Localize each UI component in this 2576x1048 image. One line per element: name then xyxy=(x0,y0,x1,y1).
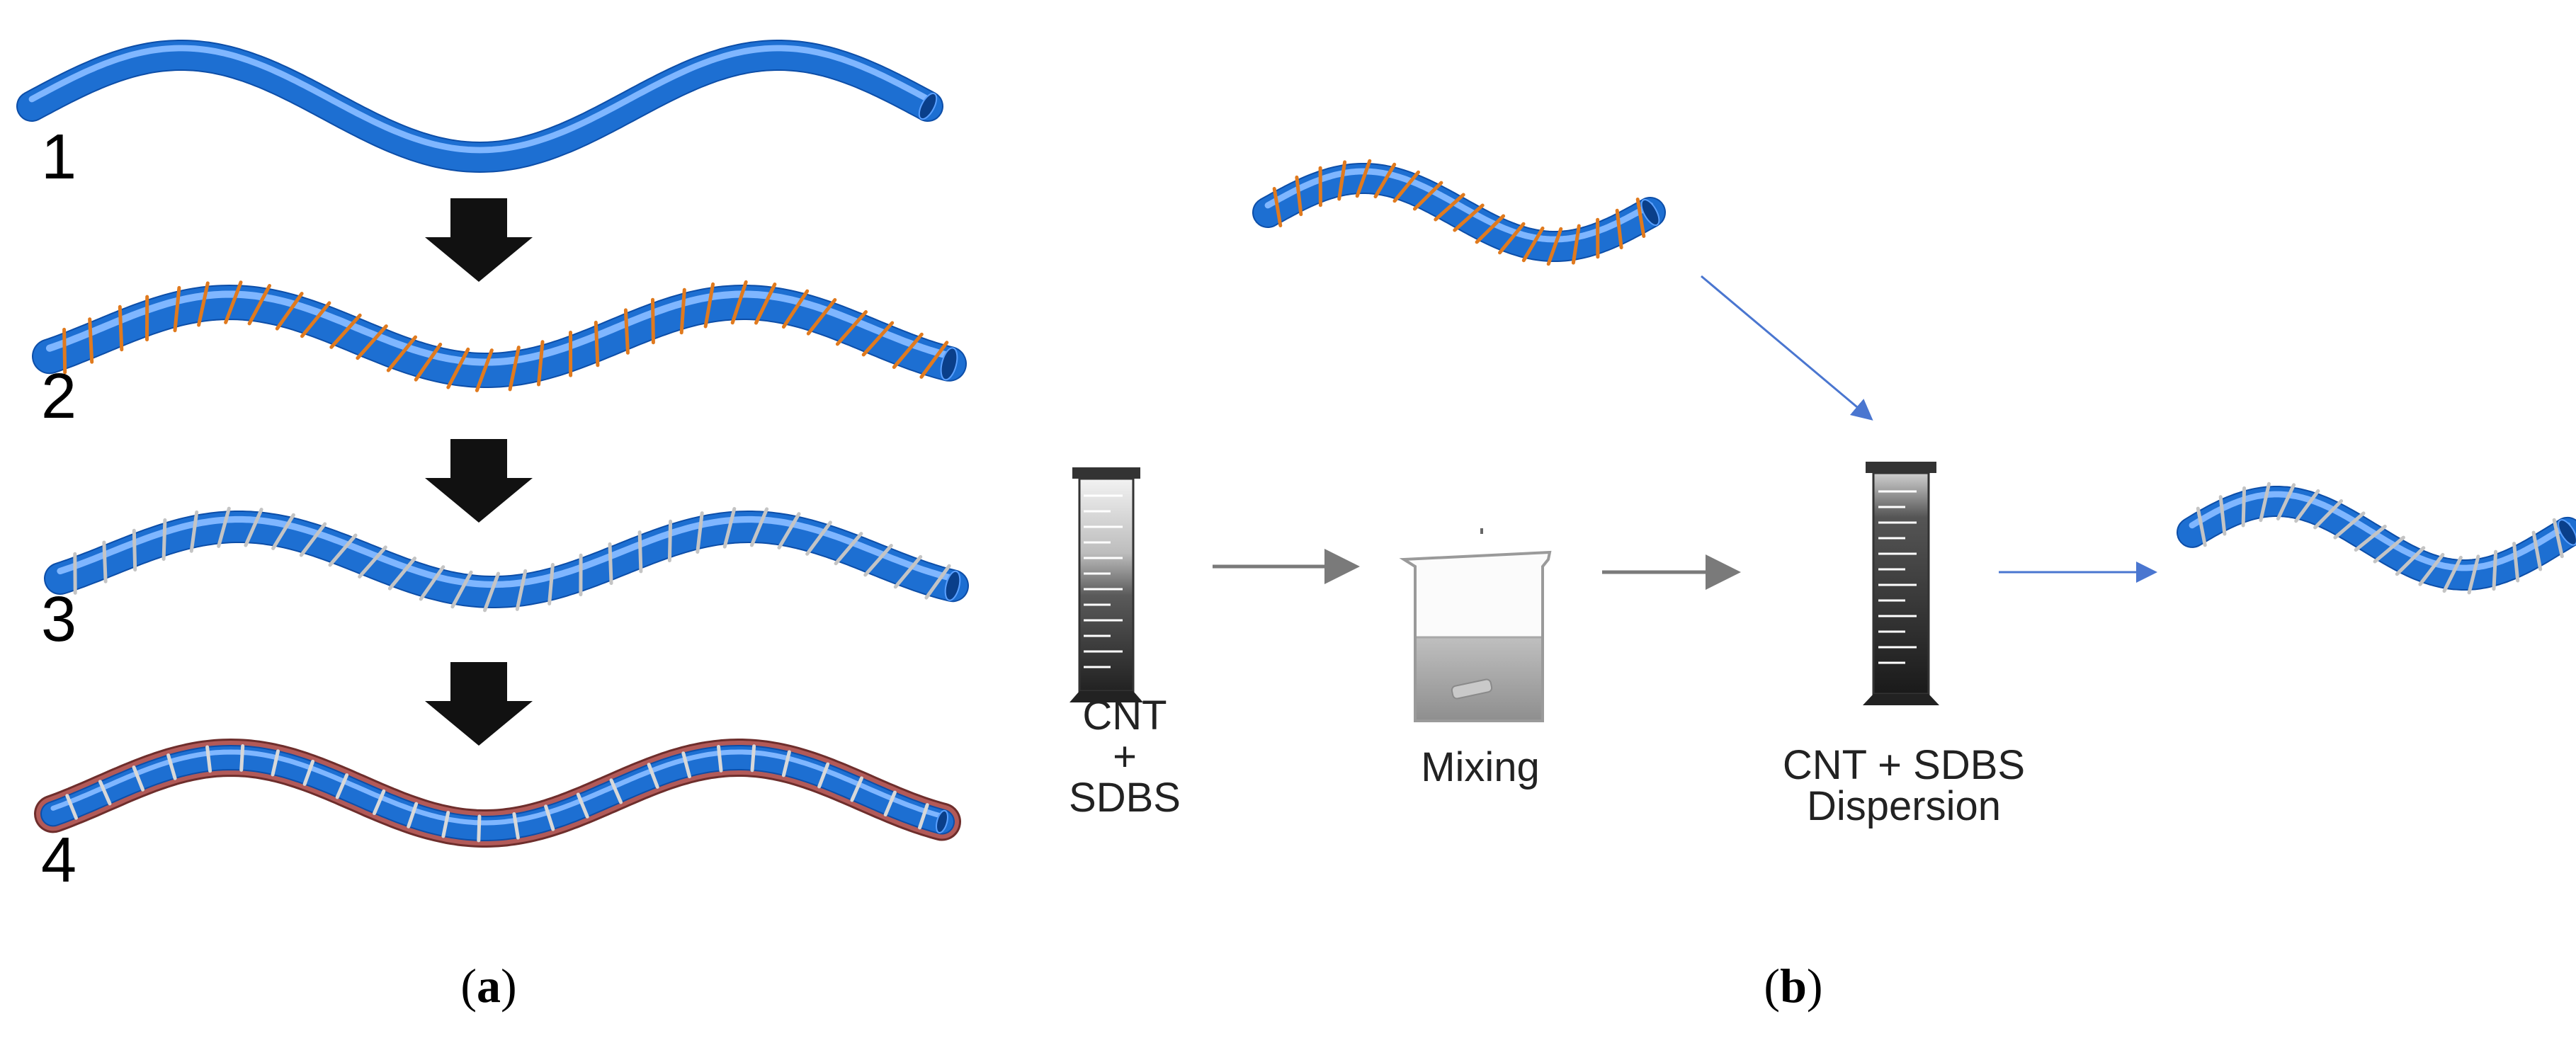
beaker xyxy=(1399,528,1552,722)
label-mixing: Mixing xyxy=(1421,744,1540,790)
label-sdbs: SDBS xyxy=(1069,775,1181,821)
panel-a: 1 2 3 4 (a) xyxy=(16,40,969,1013)
dispersed-nanotube-output xyxy=(2177,482,2576,595)
caption-b: (b) xyxy=(1764,959,1822,1013)
stir-bar-icon xyxy=(1451,678,1493,700)
step-label-4: 4 xyxy=(41,825,76,896)
bare-nanotube xyxy=(16,40,943,173)
down-arrow-2-icon xyxy=(425,439,533,523)
label-cnt: CNT xyxy=(1082,693,1167,739)
sheathed-nanotube xyxy=(34,738,961,848)
step-label-1: 1 xyxy=(41,122,76,193)
label-dispersion-line2: Dispersion xyxy=(1807,783,2001,829)
step-label-3: 3 xyxy=(41,584,76,655)
label-dispersion-line1: CNT + SDBS xyxy=(1783,742,2025,788)
down-arrow-1-icon xyxy=(425,198,533,282)
panel-b: CNT + SDBS Mixing CNT + SDBS Dispersion … xyxy=(1069,159,2576,1013)
down-arrow-3-icon xyxy=(425,662,533,746)
surfactant-wrapped-nanotube xyxy=(32,280,967,392)
arrow-add-wrapped-tube xyxy=(1701,275,1873,421)
label-plus: + xyxy=(1113,734,1137,780)
caption-a: (a) xyxy=(460,959,516,1013)
graduated-cylinder-1 xyxy=(1069,467,1143,702)
graduated-cylinder-2 xyxy=(1863,462,1939,705)
step-label-2: 2 xyxy=(41,361,76,432)
coated-nanotube xyxy=(44,506,969,613)
wrapped-nanotube-input xyxy=(1252,159,1666,266)
